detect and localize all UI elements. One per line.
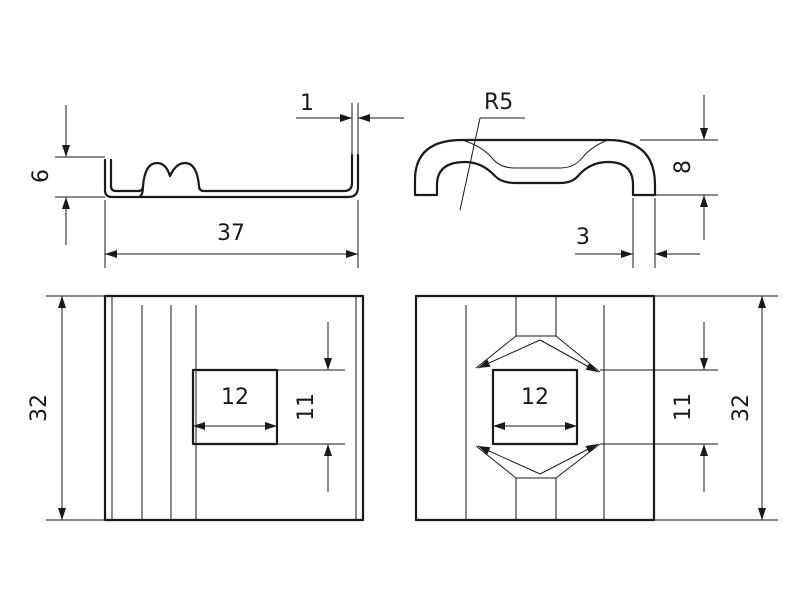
dim-hole-width-right: 12 — [493, 385, 577, 430]
square-hole-left — [191, 368, 279, 446]
dim-height-right: 8 — [640, 95, 718, 240]
label-length: 37 — [217, 221, 245, 246]
square-hole-right — [491, 368, 579, 446]
plan-view-left — [103, 294, 365, 522]
label-radius: R5 — [484, 90, 513, 115]
end-profile-outline — [413, 138, 657, 197]
label-thickness: 1 — [300, 91, 314, 116]
dim-hole-height-right: 11 — [600, 322, 718, 492]
profile-outline — [103, 153, 360, 199]
end-profile-inner-groove — [461, 139, 609, 169]
end-profile-view — [413, 138, 657, 197]
dim-radius: R5 — [459, 90, 525, 211]
label-hole-width-right: 12 — [521, 385, 549, 410]
plate-outline-left — [103, 294, 365, 522]
side-profile-view — [103, 153, 360, 199]
label-height-left: 6 — [29, 169, 54, 183]
dim-hole-height-left: 11 — [277, 322, 345, 492]
dim-hole-width-left: 12 — [193, 385, 277, 430]
dim-height-left: 6 — [29, 105, 105, 245]
plate-outline-right — [414, 294, 656, 522]
dim-width-left: 32 — [27, 295, 105, 521]
plan-view-right — [414, 294, 656, 522]
label-height-right: 8 — [671, 160, 696, 174]
dim-width-right: 32 — [654, 295, 778, 521]
label-width-right: 32 — [729, 394, 754, 422]
label-hole-height-left: 11 — [294, 393, 319, 421]
label-hole-width-left: 12 — [221, 385, 249, 410]
label-hole-height-right: 11 — [671, 393, 696, 421]
dim-thickness: 1 — [296, 91, 404, 155]
label-width-left: 32 — [27, 394, 52, 422]
dim-leg-width: 3 — [575, 198, 700, 268]
label-leg-width: 3 — [576, 225, 590, 250]
dim-length: 37 — [104, 200, 359, 268]
